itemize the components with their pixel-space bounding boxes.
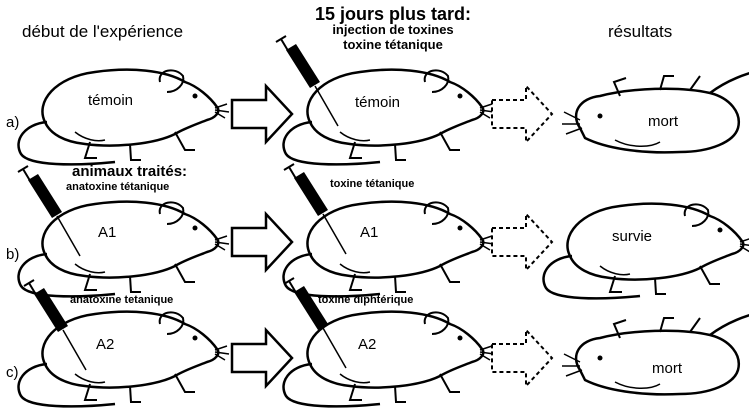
- row-label-b: b): [6, 246, 20, 263]
- mouse-label-injected-a: témoin: [355, 94, 401, 111]
- result-label-b: survie: [612, 228, 653, 245]
- mouse-temoin-start-a: [17, 68, 231, 166]
- result-label-a: mort: [648, 113, 678, 130]
- mouse-a2-injected: [282, 310, 496, 408]
- dead-mouse-a: [560, 68, 749, 154]
- start-note-b: anatoxine tétanique: [66, 181, 170, 193]
- arrow-a2: [491, 85, 553, 143]
- mouse-survie: [542, 202, 749, 300]
- mouse-a1-start: [17, 200, 231, 298]
- arrow-b2: [491, 213, 553, 271]
- arrow-c2: [491, 329, 553, 387]
- dead-mouse-c: [560, 310, 749, 396]
- header-day15: 15 jours plus tard: injection de toxines…: [298, 4, 488, 52]
- arrow-c1: [230, 328, 294, 388]
- mouse-a1-injected: [282, 200, 496, 298]
- mouse-label-injected-c: A2: [358, 336, 377, 353]
- injection-note-b: toxine tétanique: [330, 178, 415, 190]
- header-results: résultats: [608, 22, 673, 41]
- header-day15-line3: toxine tétanique: [343, 37, 443, 52]
- mouse-label-start-c: A2: [96, 336, 115, 353]
- header-start: début de l'expérience: [22, 22, 184, 41]
- header-day15-line2: injection de toxines: [332, 22, 454, 37]
- mouse-a2-start: [17, 310, 231, 408]
- injection-note-c: toxine diphtérique: [318, 294, 414, 306]
- header-day15-line1: 15 jours plus tard:: [314, 4, 472, 24]
- mouse-label-start-b: A1: [98, 224, 117, 241]
- arrow-b1: [230, 212, 294, 272]
- result-label-c: mort: [652, 360, 682, 377]
- arrow-a1: [230, 84, 294, 144]
- start-note-c: anatoxine tetanique: [70, 294, 174, 306]
- row-label-c: c): [6, 364, 19, 381]
- row-label-a: a): [6, 114, 20, 131]
- mouse-label-start-a: témoin: [88, 92, 134, 109]
- group-title-treated: animaux traités:: [72, 163, 188, 180]
- mouse-label-injected-b: A1: [360, 224, 379, 241]
